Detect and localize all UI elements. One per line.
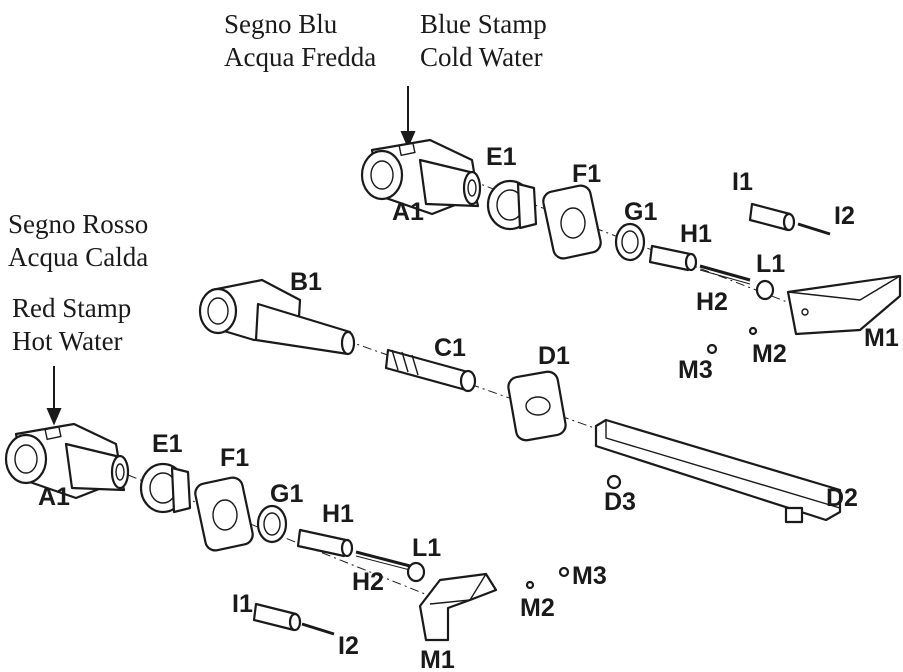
hot-ring-e1	[139, 462, 192, 514]
cold-ring-e1	[486, 179, 538, 231]
spout-grub-d3	[606, 474, 622, 490]
label-cold-g1: G1	[624, 198, 657, 226]
spout-pipe-c1	[384, 348, 477, 393]
hot-nut-l1	[406, 561, 426, 583]
cold-pin-h1	[648, 244, 698, 272]
cold-seal-m3	[706, 343, 718, 355]
cold-note-en-line1: Blue Stamp	[420, 9, 547, 39]
cold-screw-h2	[699, 264, 751, 285]
label-hot-e1: E1	[152, 430, 183, 458]
label-spout-d3: D3	[604, 488, 636, 516]
hot-grub-i1	[252, 602, 302, 632]
label-spout-b1: B1	[290, 268, 322, 296]
hot-screw-i2	[301, 622, 335, 636]
label-hot-m3: M3	[572, 562, 607, 590]
hot-sleeve-g1	[256, 504, 288, 544]
label-hot-h2: H2	[352, 568, 384, 596]
hot-plate-f1	[194, 476, 254, 552]
cold-nut-l1	[755, 279, 775, 301]
hot-note-it-line2: Acqua Calda	[8, 242, 149, 272]
hot-screw-h2	[355, 550, 411, 571]
cold-valve-body-a1	[360, 138, 482, 216]
label-cold-l1: L1	[756, 250, 785, 278]
cold-stamp-note-italian: Segno Blu Acqua Fredda	[224, 8, 376, 74]
spout-plate-d1	[507, 370, 567, 442]
label-spout-c1: C1	[434, 334, 466, 362]
label-cold-m2: M2	[752, 340, 787, 368]
label-cold-i1: I1	[732, 168, 753, 196]
label-hot-i2: I2	[338, 632, 359, 660]
label-cold-f1: F1	[572, 160, 601, 188]
label-cold-h1: H1	[680, 220, 712, 248]
hot-valve-body-a1	[4, 422, 130, 500]
label-cold-a1: A1	[392, 198, 424, 226]
label-hot-m2: M2	[520, 594, 555, 622]
label-hot-h1: H1	[322, 500, 354, 528]
cold-note-it-line2: Acqua Fredda	[224, 42, 377, 72]
hot-stamp-note-english: Red Stamp Hot Water	[12, 292, 131, 358]
hot-assembly-axis	[127, 474, 441, 601]
cold-seal-m2	[748, 326, 758, 336]
cold-sleeve-g1	[614, 222, 646, 262]
cold-grub-i1	[748, 202, 796, 232]
label-cold-e1: E1	[486, 143, 517, 171]
cold-note-en-line2: Cold Water	[420, 42, 543, 72]
spout-body-b1	[198, 278, 356, 356]
cold-stamp-arrow	[400, 86, 416, 149]
cold-plate-f1	[542, 184, 602, 260]
hot-seal-m3	[558, 566, 570, 578]
label-hot-a1: A1	[38, 483, 70, 511]
label-hot-l1: L1	[412, 534, 441, 562]
hot-pin-h1	[296, 528, 354, 558]
hot-note-en-line2: Hot Water	[12, 326, 123, 356]
cold-stamp-note-english: Blue Stamp Cold Water	[420, 8, 547, 74]
label-cold-i2: I2	[834, 202, 855, 230]
label-hot-g1: G1	[270, 480, 303, 508]
label-cold-h2: H2	[696, 288, 728, 316]
hot-note-it-line1: Segno Rosso	[8, 209, 149, 239]
hot-seal-m2	[525, 580, 535, 590]
label-spout-d2: D2	[826, 484, 858, 512]
hot-note-en-line1: Red Stamp	[12, 293, 132, 323]
label-hot-m1: M1	[420, 646, 455, 672]
cold-handle-m1	[786, 274, 902, 336]
cold-screw-i2	[797, 222, 831, 236]
label-cold-m1: M1	[864, 324, 899, 352]
spout-arm-d2	[594, 418, 842, 524]
label-cold-m3: M3	[678, 356, 713, 384]
label-hot-i1: I1	[232, 590, 253, 618]
cold-note-it-line1: Segno Blu	[224, 9, 338, 39]
label-spout-d1: D1	[538, 342, 570, 370]
label-hot-f1: F1	[220, 444, 249, 472]
hot-stamp-arrow	[46, 366, 62, 426]
hot-handle-m1	[418, 572, 498, 642]
hot-stamp-note-italian: Segno Rosso Acqua Calda	[8, 208, 148, 274]
